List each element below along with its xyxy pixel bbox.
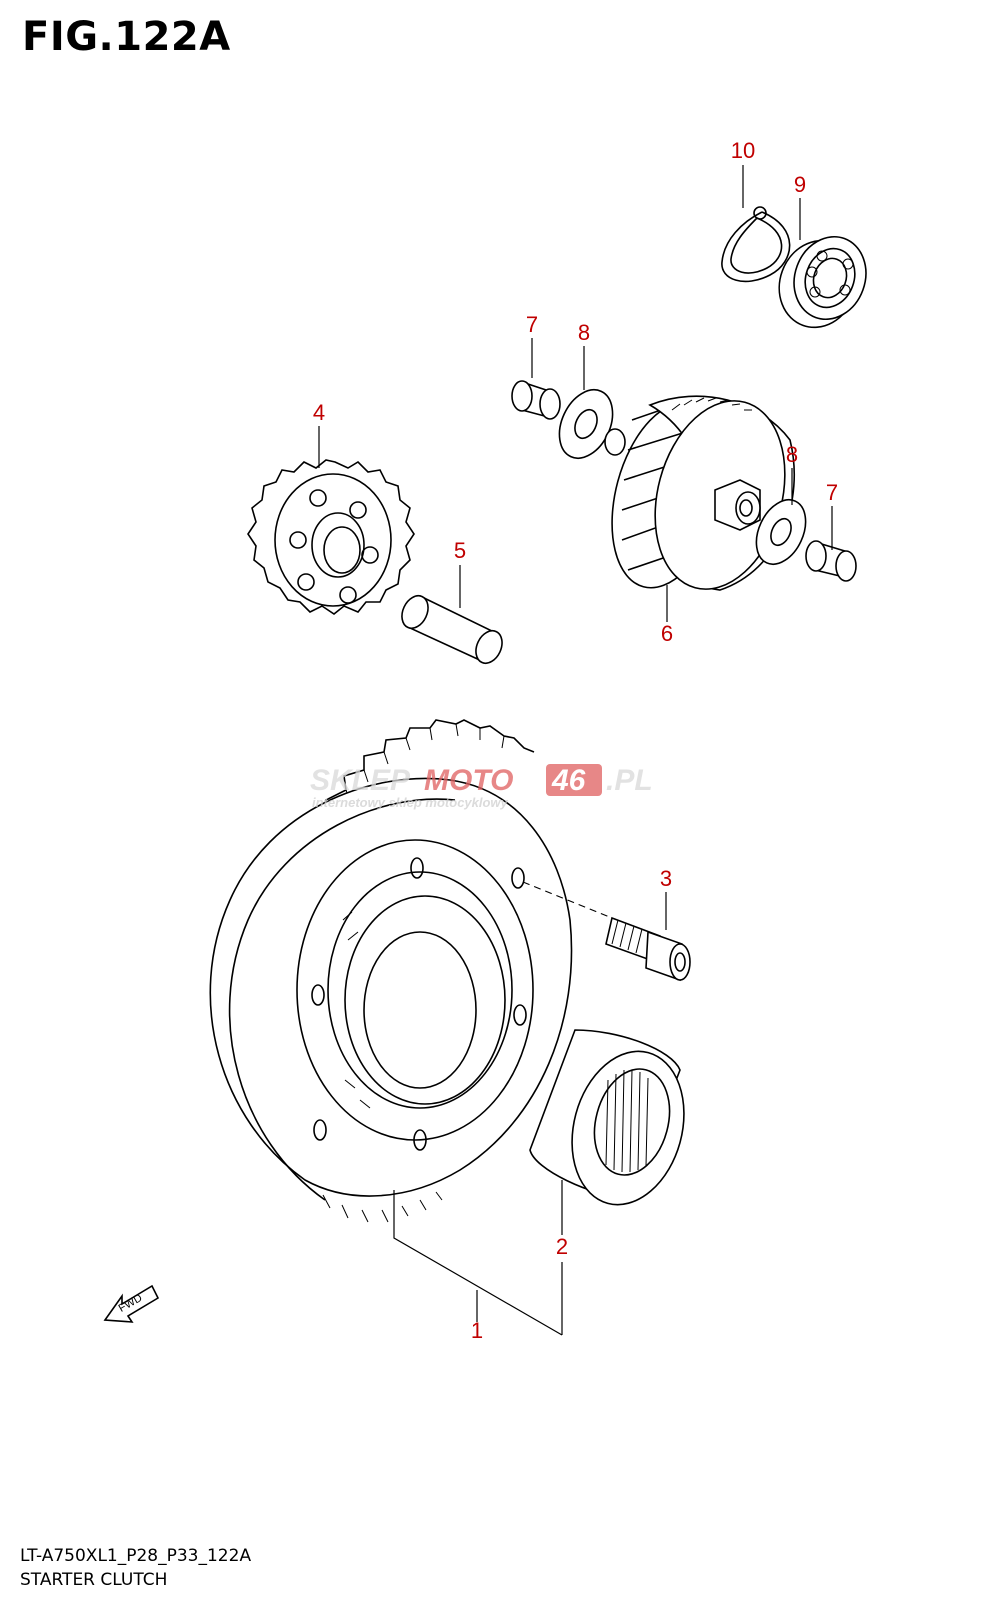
footer-code: LT-A750XL1_P28_P33_122A bbox=[20, 1546, 252, 1566]
leader-lines bbox=[318, 165, 833, 1336]
part-shaft bbox=[401, 594, 503, 665]
callout-1: 1 bbox=[471, 1318, 483, 1343]
part-bushing-upper bbox=[511, 380, 561, 420]
part-bolt bbox=[605, 916, 691, 982]
callout-6: 6 bbox=[661, 621, 673, 646]
part-starter-clutch-gear bbox=[604, 395, 796, 591]
watermark-tagline: internetowy sklep motocyklowy bbox=[312, 795, 509, 810]
watermark-brand-num: 46 bbox=[551, 764, 586, 797]
callout-2: 2 bbox=[556, 1234, 568, 1259]
part-washer-right bbox=[755, 499, 807, 565]
callout-8-right: 8 bbox=[786, 442, 798, 467]
watermark: SKLEP MOTO 46 .PL internetowy sklep moto… bbox=[310, 764, 653, 810]
figure-title: FIG.122A bbox=[22, 14, 231, 60]
callout-9: 9 bbox=[794, 172, 806, 197]
callout-4: 4 bbox=[313, 400, 325, 425]
watermark-brand-left: SKLEP bbox=[310, 764, 411, 797]
callout-8-upper: 8 bbox=[578, 320, 590, 345]
part-starter-clutch-assembly bbox=[209, 719, 573, 1223]
footer-title: STARTER CLUTCH bbox=[20, 1570, 168, 1590]
part-one-way-clutch bbox=[529, 1029, 685, 1206]
callout-7-right: 7 bbox=[826, 480, 838, 505]
watermark-brand-tld: .PL bbox=[606, 764, 653, 797]
part-bearing bbox=[778, 235, 867, 329]
part-bushing-right bbox=[805, 540, 857, 582]
fwd-arrow-icon: FWD bbox=[103, 1284, 160, 1323]
watermark-brand-mid: MOTO bbox=[424, 764, 513, 797]
callout-10: 10 bbox=[731, 138, 755, 163]
callout-numbers: 10 9 7 8 4 5 6 8 7 3 2 1 bbox=[313, 138, 838, 1343]
callout-7-upper: 7 bbox=[526, 312, 538, 337]
part-idler-gear bbox=[247, 459, 415, 615]
callout-5: 5 bbox=[454, 538, 466, 563]
part-circlip bbox=[721, 206, 791, 283]
callout-3: 3 bbox=[660, 866, 672, 891]
